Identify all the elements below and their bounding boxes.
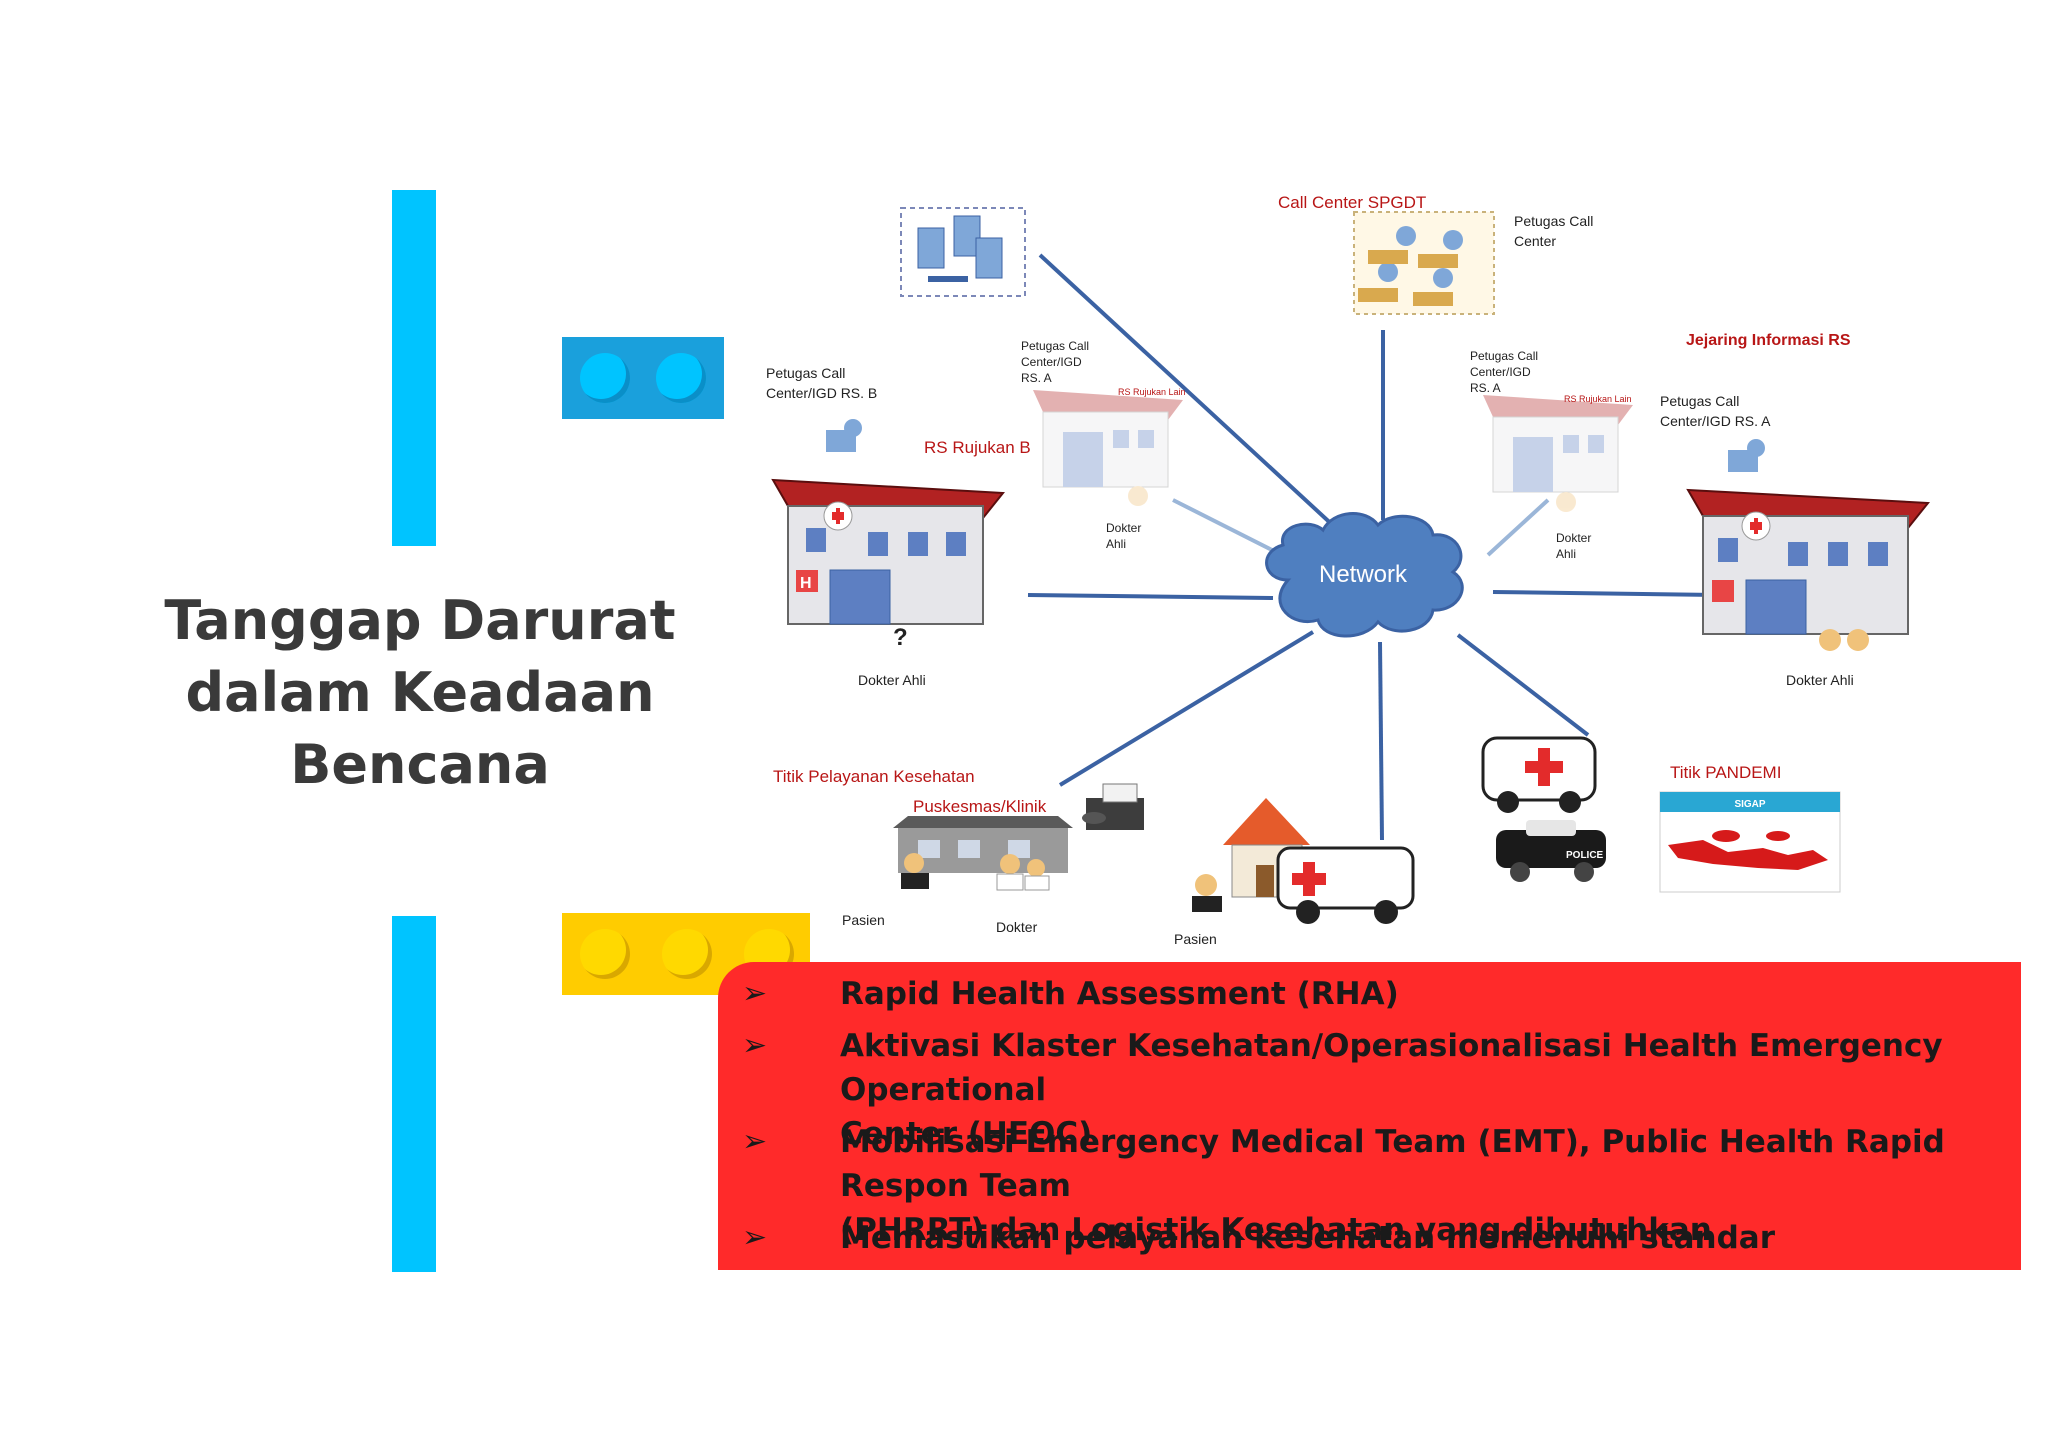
call-center-staff-2: Center [1514,233,1556,249]
dokter-ahli-left: Dokter Ahli [858,672,926,688]
bullet-text: Rapid Health Assessment (RHA) [840,976,1399,1012]
lego-stud [662,929,712,979]
call-center-icon [1353,211,1495,315]
hospital-rs-a-icon [1686,439,1930,651]
line-rs-b [1027,593,1274,600]
rs-a-small-right-staff-3: RS. A [1470,381,1501,395]
titik-pandemi-label: Titik PANDEMI [1670,763,1781,782]
hospital-rs-rujukan-small-right-icon [1483,395,1633,512]
title-line-3: Bencana [290,733,550,796]
hospital-h-mark: H [800,575,812,592]
network-cloud: Network [1265,512,1464,638]
rs-a-small-right-staff-2: Center/IGD [1470,365,1531,379]
rs-a-small-left-staff-2: Center/IGD [1021,355,1082,369]
slide-title: Tanggap Darurat dalam Keadaan Bencana [150,585,690,801]
bullet-item: ➢ Mobilisasi Emergency Medical Team (EMT… [718,1120,1998,1252]
accent-bar-bottom [392,916,436,1272]
line-rs-rujukan-lain [1486,498,1550,557]
pasien-label-1: Pasien [842,912,885,928]
sigap-label: SIGAP [1734,799,1765,810]
bullet-text: Mobilisasi Emergency Medical Team (EMT),… [840,1124,1945,1204]
dokter-icon [996,854,1050,891]
title-line-2: dalam Keadaan [185,661,655,724]
line-servers [1038,253,1340,532]
bullet-item: ➢ Memastikan pelayanan kesehatan memenuh… [718,1216,1998,1260]
bullet-arrow-icon: ➢ [742,976,768,1011]
line-pasien [1378,641,1384,841]
call-center-staff-1: Petugas Call [1514,213,1593,229]
ambulance-icon-small [1276,846,1415,924]
hospital-rs-b-icon: H [771,419,1005,625]
call-center-label: Call Center SPGDT [1278,193,1426,212]
fax-machine-icon [1082,783,1144,830]
question-mark: ? [893,624,908,651]
ambulance-icon [1481,736,1597,813]
accent-bar-top [392,190,436,546]
rs-a-small-left-staff-3: RS. A [1021,371,1052,385]
rs-b-staff-1: Petugas Call [766,365,845,381]
bullet-text: Aktivasi Klaster Kesehatan/Operasionalis… [840,1028,1943,1108]
rs-a-small-left-staff-1: Petugas Call [1021,339,1089,353]
connection-lines [1027,253,1719,841]
line-rs-rujukan-b [1172,498,1279,555]
bullet-arrow-icon: ➢ [742,1028,768,1063]
police-label: POLICE [1566,850,1604,861]
dokter-ahli-small-right-1: Dokter [1556,531,1591,545]
puskesmas-label: Puskesmas/Klinik [913,797,1047,816]
bullet-panel: ➢ Rapid Health Assessment (RHA) ➢ Aktiva… [718,962,2021,1270]
rs-rujukan-lain-left: RS Rujukan Lain [1118,387,1186,397]
jejaring-label: Jejaring Informasi RS [1686,332,1851,349]
bullet-item: ➢ Aktivasi Klaster Kesehatan/Operasional… [718,1024,1998,1156]
line-ambulance [1456,633,1590,737]
bullet-item: ➢ Rapid Health Assessment (RHA) [718,972,1998,1016]
rs-a-small-right-staff-1: Petugas Call [1470,349,1538,363]
bullet-text: (PHRRT) dan Logistik Kesehatan yang dibu… [840,1212,1712,1248]
hospital-rs-rujukan-small-left-icon [1033,390,1183,506]
bullet-text: Center (HEOC) [840,1116,1093,1152]
bullet-arrow-icon: ➢ [742,1124,768,1159]
rs-b-staff-2: Center/IGD RS. B [766,385,877,401]
dokter-ahli-small-right-2: Ahli [1556,547,1576,561]
rs-rujukan-b-label: RS Rujukan B [924,438,1031,457]
pasien-icon-1 [901,853,929,889]
network-label: Network [1319,561,1408,588]
pandemi-map-icon: SIGAP [1659,791,1841,893]
dokter-ahli-small-left-1: Dokter [1106,521,1141,535]
lego-stud [580,929,630,979]
line-rs-a [1492,590,1719,597]
police-car-icon: POLICE [1496,820,1606,882]
dokter-label: Dokter [996,919,1038,935]
rs-a-staff-2: Center/IGD RS. A [1660,413,1771,429]
bullet-text: Memastikan pelayanan kesehatan memenuhi … [840,1220,1775,1256]
rs-a-staff-1: Petugas Call [1660,393,1739,409]
server-icon [900,207,1026,297]
line-puskesmas [1058,630,1315,787]
title-line-1: Tanggap Darurat [164,589,676,652]
pasien-icon-2 [1192,874,1222,912]
dokter-ahli-small-left-2: Ahli [1106,537,1126,551]
dokter-ahli-right: Dokter Ahli [1786,672,1854,688]
lego-block-blue [562,337,724,419]
pasien-label-2: Pasien [1174,931,1217,947]
lego-stud [580,353,630,403]
rs-rujukan-lain-right: RS Rujukan Lain [1564,394,1632,404]
lego-stud [656,353,706,403]
network-diagram: Network Call Center SPGDT Petugas Call C… [766,193,1930,947]
titik-pelayanan-label: Titik Pelayanan Kesehatan [773,767,975,786]
bullet-arrow-icon: ➢ [742,1220,768,1255]
